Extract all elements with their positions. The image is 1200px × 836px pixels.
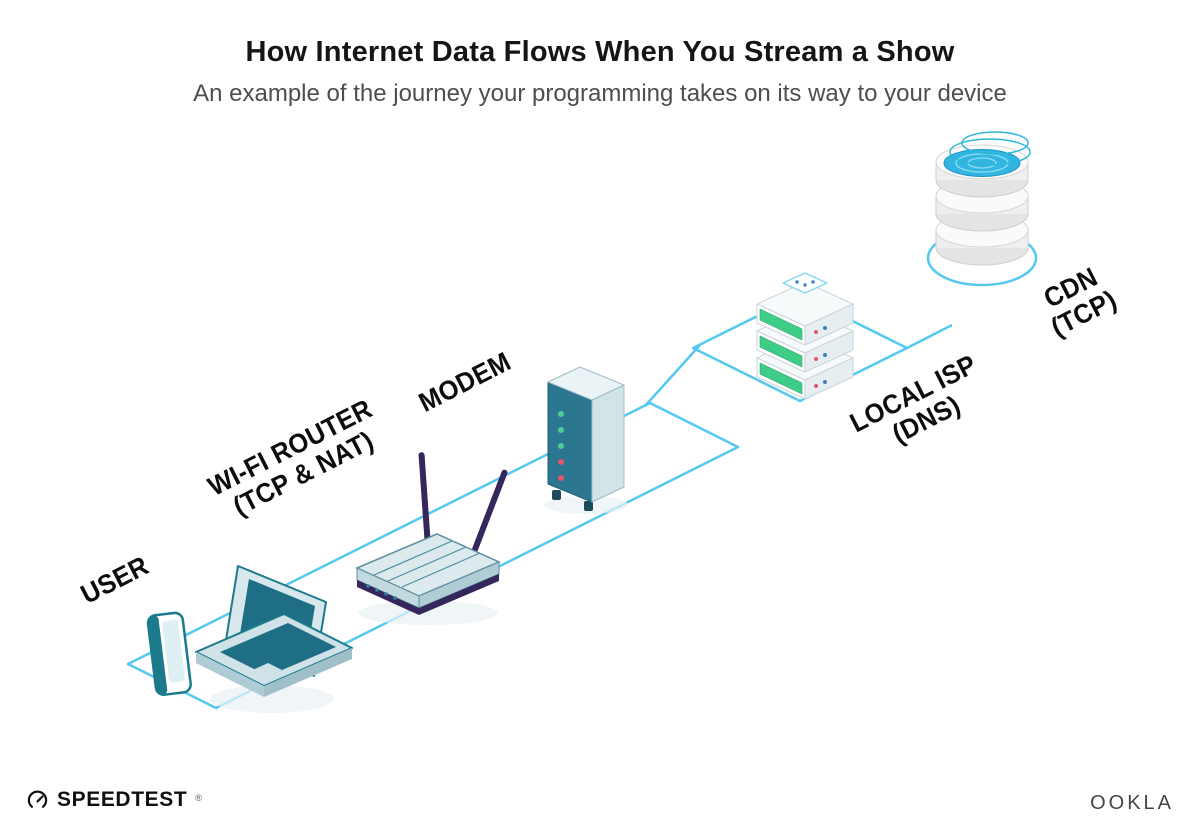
page-subtitle: An example of the journey your programmi… (193, 80, 1007, 107)
server-top-panel (782, 272, 828, 294)
cdn-database-illustration (935, 131, 1031, 266)
ookla-logo: OOKLA (1090, 792, 1174, 814)
speedtest-logo: SPEEDTEST ® (26, 788, 202, 812)
page-title: How Internet Data Flows When You Stream … (245, 36, 955, 68)
speedtest-trademark: ® (195, 793, 202, 803)
phone-illustration (146, 611, 192, 696)
router-illustration (355, 452, 508, 615)
laptop-illustration (195, 565, 353, 697)
isp-server-illustration (756, 272, 854, 400)
speedtest-gauge-icon (27, 790, 48, 808)
speedtest-wordmark: SPEEDTEST (57, 788, 188, 811)
modem-illustration (547, 366, 625, 511)
